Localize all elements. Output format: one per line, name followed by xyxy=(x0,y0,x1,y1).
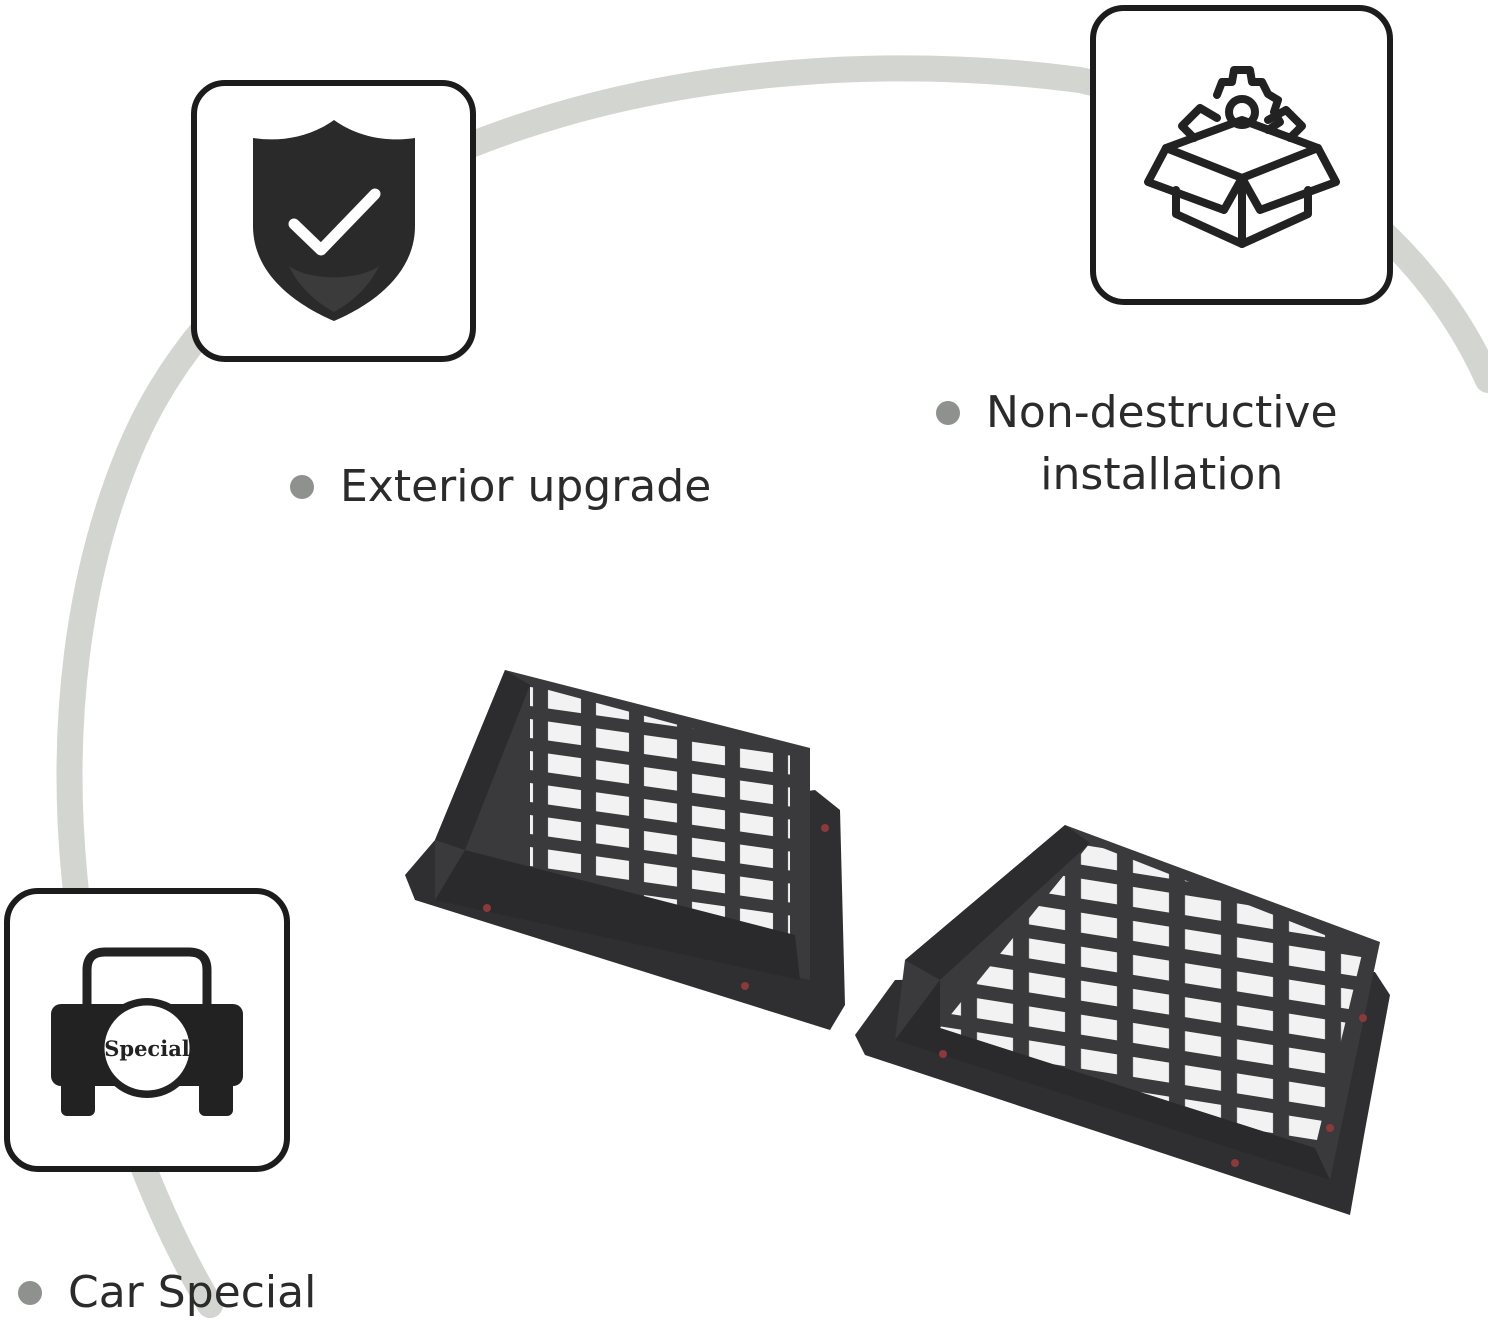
feature-car-special: Car Special xyxy=(18,1262,316,1324)
feature-label: Exterior upgrade xyxy=(340,461,712,512)
product-vent-grilles xyxy=(405,670,1390,1215)
shield-check-icon xyxy=(252,120,415,321)
box-gear-icon xyxy=(1143,66,1340,248)
feature-exterior-upgrade: Exterior upgrade xyxy=(290,456,711,518)
car-special-icon: Special xyxy=(51,947,243,1116)
vent-grille-right xyxy=(855,825,1390,1215)
feature-label: Car Special xyxy=(68,1267,317,1318)
bullet-dot xyxy=(290,475,314,499)
exterior-upgrade-icon-box xyxy=(191,80,476,362)
feature-non-destructive-installation: Non-destructive installation xyxy=(936,382,1338,506)
bullet-dot xyxy=(936,401,960,425)
vent-grille-left xyxy=(405,670,845,1030)
installation-icon-box xyxy=(1090,5,1393,305)
car-special-icon-box: Special xyxy=(4,888,290,1172)
bullet-dot xyxy=(18,1281,42,1305)
feature-label: Non-destructive installation xyxy=(986,387,1338,500)
car-special-badge: Special xyxy=(104,1036,190,1061)
